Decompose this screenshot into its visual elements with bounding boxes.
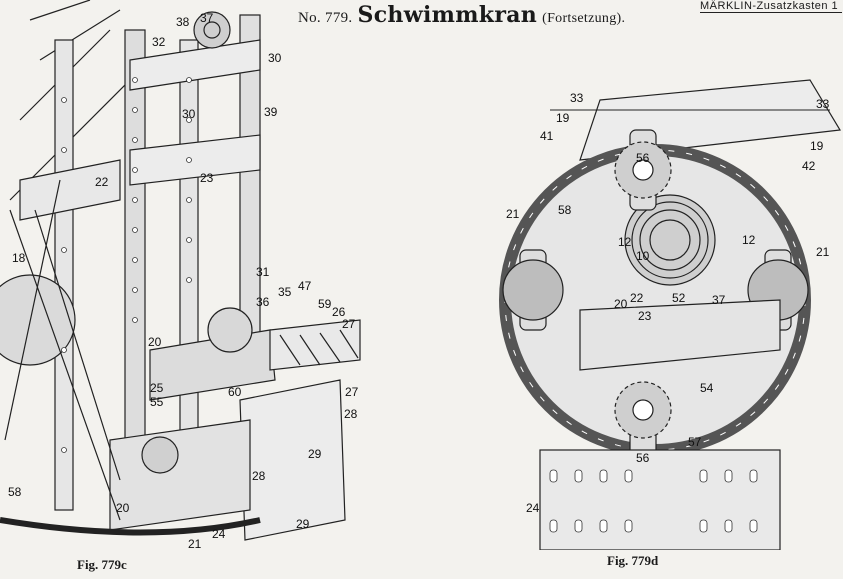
part-label: 24 [212,527,226,541]
part-label: 19 [810,139,824,153]
part-label: 12 [742,233,756,247]
part-label: 25 [150,381,164,395]
part-label: 41 [540,129,554,143]
page-title: No. 779. Schwimmkran (Fortsetzung). [298,2,625,28]
part-label: 33 [816,97,830,111]
part-label: 20 [148,335,162,349]
part-label: 20 [116,501,130,515]
figure-779d-drawing: 33 33 19 41 19 42 56 58 21 21 12 12 10 2… [499,79,841,550]
part-label: 31 [256,265,270,279]
part-label: 21 [506,207,520,221]
part-label: 29 [308,447,322,461]
part-label: 37 [200,11,214,25]
part-label: 23 [638,309,652,323]
part-label: 58 [558,203,572,217]
part-label: 42 [802,159,816,173]
part-label: 23 [200,171,214,185]
title-subtitle: (Fortsetzung). [542,11,626,26]
part-label: 56 [636,151,650,165]
part-label: 52 [672,291,686,305]
part-label: 37 [712,293,726,307]
part-label: 54 [700,381,714,395]
part-label: 38 [176,15,190,29]
kit-header: MÄRKLIN-Zusatzkasten 1 [700,0,843,13]
part-label: 28 [252,469,266,483]
part-label: 32 [152,35,166,49]
part-label: 28 [344,407,358,421]
figure-779c-drawing: 38 37 32 30 30 39 23 22 18 31 47 35 36 5… [0,0,361,551]
part-label: 30 [182,107,196,121]
figure-779d-caption: Fig. 779d [607,553,659,568]
part-label: 59 [318,297,332,311]
figure-779c-caption: Fig. 779c [77,557,127,572]
part-label: 29 [296,517,310,531]
model-name: Schwimmkran [357,2,538,28]
part-label: 36 [256,295,270,309]
part-label: 27 [342,317,356,331]
part-label: 39 [264,105,278,119]
part-label: 55 [150,395,164,409]
part-label: 12 [618,235,632,249]
part-label: 24 [526,501,540,515]
part-label: 19 [556,111,570,125]
part-label: 26 [332,305,346,319]
part-label: 57 [688,435,702,449]
part-label: 58 [8,485,22,499]
part-label: 10 [636,249,650,263]
part-label: 21 [188,537,202,551]
part-label: 30 [268,51,282,65]
model-number: No. 779. [298,10,353,26]
part-label: 22 [95,175,109,189]
part-label: 20 [614,297,628,311]
part-label: 33 [570,91,584,105]
part-label: 35 [278,285,292,299]
part-label: 18 [12,251,26,265]
part-label: 47 [298,279,312,293]
part-label: 56 [636,451,650,465]
part-label: 27 [345,385,359,399]
part-label: 60 [228,385,242,399]
part-label: 22 [630,291,644,305]
part-label: 21 [816,245,830,259]
